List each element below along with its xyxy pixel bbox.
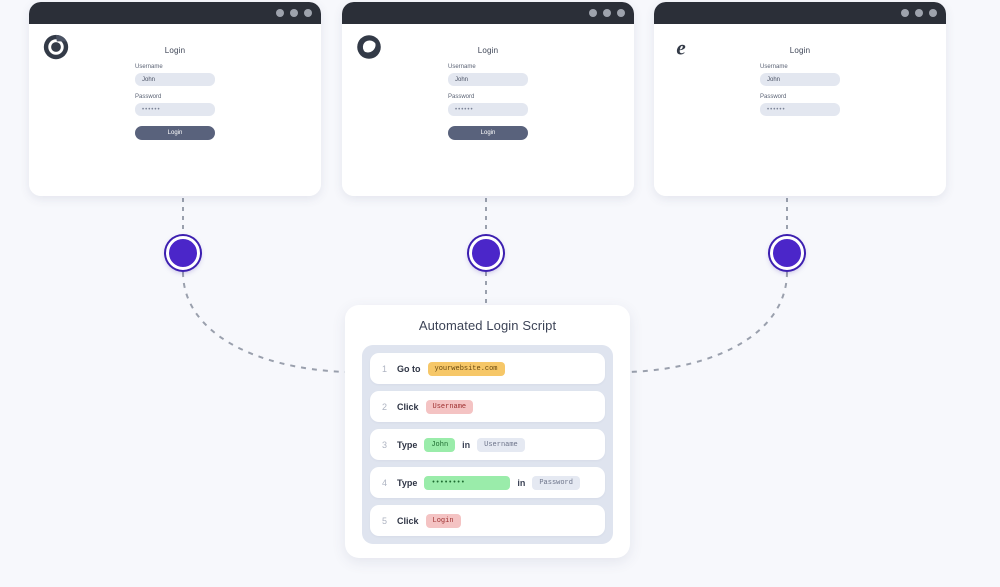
step-value-chip[interactable]: •••••••• xyxy=(424,475,511,490)
password-field-block: Password •••••• xyxy=(760,94,840,124)
username-field-block: Username John xyxy=(448,64,528,94)
browser-window-chrome[interactable]: Login Username John Password •••••• Logi… xyxy=(29,2,321,196)
maximize-icon[interactable] xyxy=(603,9,611,17)
step-target-chip[interactable]: yourwebsite.com xyxy=(427,361,505,376)
username-label: Username xyxy=(448,64,476,70)
script-step[interactable]: 3 Type John in Username xyxy=(370,429,605,460)
titlebar xyxy=(29,2,321,24)
maximize-icon[interactable] xyxy=(915,9,923,17)
svg-text:e: e xyxy=(676,35,685,59)
username-input[interactable]: John xyxy=(760,73,840,86)
close-icon[interactable] xyxy=(304,9,312,17)
script-step[interactable]: 1 Go to yourwebsite.com xyxy=(370,353,605,384)
login-form: Login Username John Password •••••• Logi… xyxy=(29,24,321,140)
login-form: Login Username John Password •••••• xyxy=(654,24,946,124)
firefox-logo-icon xyxy=(357,35,381,59)
username-input[interactable]: John xyxy=(448,73,528,86)
script-step[interactable]: 4 Type •••••••• in Password xyxy=(370,467,605,498)
step-target-chip[interactable]: Username xyxy=(425,399,474,414)
username-field-block: Username John xyxy=(135,64,215,94)
script-steps-list: 1 Go to yourwebsite.com 2 Click Username… xyxy=(362,345,613,544)
step-number: 1 xyxy=(382,363,388,374)
close-icon[interactable] xyxy=(929,9,937,17)
step-number: 5 xyxy=(382,515,388,526)
username-label: Username xyxy=(760,64,788,70)
password-input[interactable]: •••••• xyxy=(760,103,840,116)
step-verb: Type xyxy=(397,439,418,450)
script-step[interactable]: 2 Click Username xyxy=(370,391,605,422)
step-connector-word: in xyxy=(517,477,526,488)
browser-window-firefox[interactable]: Login Username John Password •••••• Logi… xyxy=(342,2,634,196)
step-verb: Click xyxy=(397,515,419,526)
browser-window-internet-explorer[interactable]: e Login Username John Password •••••• xyxy=(654,2,946,196)
password-input[interactable]: •••••• xyxy=(135,103,215,116)
username-input[interactable]: John xyxy=(135,73,215,86)
step-verb: Go to xyxy=(397,363,421,374)
maximize-icon[interactable] xyxy=(290,9,298,17)
step-target-chip[interactable]: Login xyxy=(425,513,461,528)
script-title: Automated Login Script xyxy=(418,318,557,333)
step-verb: Click xyxy=(397,401,419,412)
step-number: 3 xyxy=(382,439,388,450)
password-label: Password xyxy=(448,94,475,100)
login-form: Login Username John Password •••••• Logi… xyxy=(342,24,634,140)
password-field-block: Password •••••• xyxy=(448,94,528,124)
form-title: Login xyxy=(477,46,499,55)
chrome-logo-icon xyxy=(43,34,69,60)
connector-node-internet-explorer[interactable] xyxy=(770,236,804,270)
form-title: Login xyxy=(164,46,186,55)
password-field-block: Password •••••• xyxy=(135,94,215,124)
minimize-icon[interactable] xyxy=(901,9,909,17)
automated-login-script-card: Automated Login Script 1 Go to yourwebsi… xyxy=(345,305,630,558)
minimize-icon[interactable] xyxy=(589,9,597,17)
internet-explorer-logo-icon: e xyxy=(676,35,685,59)
window-content: Login Username John Password •••••• Logi… xyxy=(342,24,634,196)
connector-node1-script xyxy=(182,271,346,373)
password-label: Password xyxy=(135,94,162,100)
connector-node-chrome[interactable] xyxy=(166,236,200,270)
step-connector-word: in xyxy=(462,439,471,450)
step-number: 2 xyxy=(382,401,388,412)
password-label: Password xyxy=(760,94,787,100)
username-label: Username xyxy=(135,64,163,70)
step-field-chip[interactable]: Password xyxy=(532,475,580,490)
close-icon[interactable] xyxy=(617,9,625,17)
script-step[interactable]: 5 Click Login xyxy=(370,505,605,536)
connector-node-firefox[interactable] xyxy=(469,236,503,270)
username-field-block: Username John xyxy=(760,64,840,94)
step-value-chip[interactable]: John xyxy=(424,437,456,452)
password-input[interactable]: •••••• xyxy=(448,103,528,116)
titlebar xyxy=(654,2,946,24)
step-field-chip[interactable]: Username xyxy=(477,437,525,452)
minimize-icon[interactable] xyxy=(276,9,284,17)
window-content: Login Username John Password •••••• Logi… xyxy=(29,24,321,196)
window-content: e Login Username John Password •••••• xyxy=(654,24,946,196)
titlebar xyxy=(342,2,634,24)
step-number: 4 xyxy=(382,477,388,488)
connector-node3-script xyxy=(629,271,788,373)
step-verb: Type xyxy=(397,477,418,488)
form-title: Login xyxy=(789,46,811,55)
login-button[interactable]: Login xyxy=(135,126,215,140)
login-button[interactable]: Login xyxy=(448,126,528,140)
